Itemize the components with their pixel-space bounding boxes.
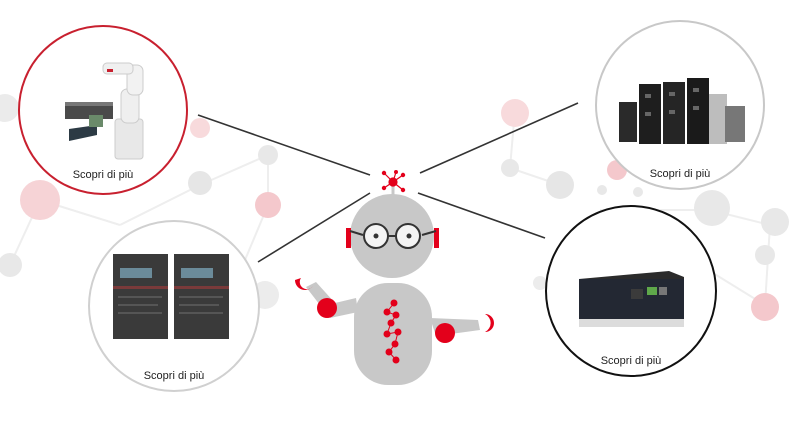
node-controller[interactable]: Scopri di più <box>545 205 717 377</box>
hub-connector-lines <box>197 102 579 263</box>
robot-arm-product-image <box>65 62 144 160</box>
link-servo <box>419 102 579 174</box>
robot-ear-right <box>434 228 439 248</box>
bg-dot <box>533 276 547 290</box>
robot-mascot <box>295 170 494 385</box>
servo-drives-product-image <box>619 78 745 144</box>
bg-dot <box>501 99 529 127</box>
bg-dot <box>255 192 281 218</box>
discover-more-link[interactable]: Scopri di più <box>72 169 134 181</box>
robot-body <box>354 283 432 385</box>
discover-more-link[interactable]: Scopri di più <box>649 168 711 180</box>
node-robotics[interactable]: Scopri di più <box>18 25 188 195</box>
node-inverters[interactable]: Scopri di più <box>88 220 260 392</box>
background-dots <box>0 94 789 321</box>
bg-dot <box>633 187 643 197</box>
dna-chain-icon <box>383 299 402 364</box>
robot-arm-right <box>430 314 494 343</box>
link-robotics <box>197 114 371 176</box>
network-antenna-icon <box>381 170 406 200</box>
bg-dot <box>597 185 607 195</box>
claw-right-icon <box>485 314 494 332</box>
robot-ear-left <box>346 228 351 248</box>
bg-dot <box>694 190 730 226</box>
claw-left-icon <box>295 278 313 290</box>
inverters-product-image <box>113 254 229 339</box>
bg-dot <box>751 293 779 321</box>
bg-dot <box>190 118 210 138</box>
bg-dot <box>0 94 19 122</box>
glasses-icon <box>349 223 437 249</box>
bg-dot <box>501 159 519 177</box>
controller-product-image <box>579 271 684 327</box>
bg-dot <box>761 208 789 236</box>
bg-dot <box>546 171 574 199</box>
bg-dot <box>258 145 278 165</box>
link-inverters <box>257 192 371 263</box>
discover-more-link[interactable]: Scopri di più <box>143 370 205 382</box>
bg-dot <box>0 253 22 277</box>
discover-more-link[interactable]: Scopri di più <box>600 355 662 367</box>
link-controller <box>417 192 546 239</box>
bg-dot <box>188 171 212 195</box>
node-servo[interactable]: Scopri di più <box>595 20 765 190</box>
robot-arm-left <box>295 278 358 318</box>
bg-dot <box>755 245 775 265</box>
bg-dot <box>20 180 60 220</box>
